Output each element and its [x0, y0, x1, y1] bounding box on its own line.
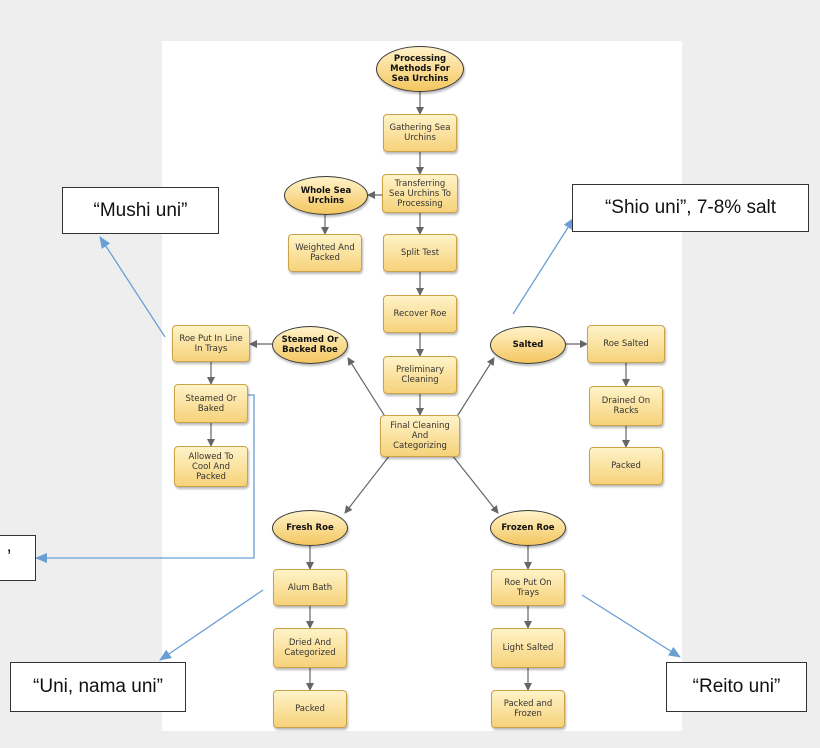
node-roe-put-on-trays: Roe Put On Trays: [491, 569, 565, 606]
node-recover-roe: Recover Roe: [383, 295, 457, 333]
node-alum-bath: Alum Bath: [273, 569, 347, 606]
callout-arrow-mushi: [99, 236, 166, 338]
callout-shio-uni: “Shio uni”, 7-8% salt: [572, 184, 809, 232]
node-transferring: Transferring Sea Urchins To Processing: [382, 174, 458, 213]
node-packed-salted: Packed: [589, 447, 663, 485]
node-packed-frozen: Packed and Frozen: [491, 690, 565, 728]
node-dried-categorized: Dried And Categorized: [273, 628, 347, 668]
node-allowed-to-cool: Allowed To Cool And Packed: [174, 446, 248, 487]
node-drained-on-racks: Drained On Racks: [589, 386, 663, 426]
node-salted: Salted: [490, 326, 566, 364]
node-split-test: Split Test: [383, 234, 457, 272]
node-packed-fresh: Packed: [273, 690, 347, 728]
node-fresh-roe: Fresh Roe: [272, 510, 348, 546]
callout-arrow-shio: [512, 217, 575, 315]
node-gathering: Gathering Sea Urchins: [383, 114, 457, 152]
callout-arrow-nama: [159, 589, 264, 661]
node-preliminary-cleaning: Preliminary Cleaning: [383, 356, 457, 394]
node-roe-salted: Roe Salted: [587, 325, 665, 363]
callout-arrow-reito: [581, 594, 681, 658]
callout-reito-uni: “Reito uni”: [666, 662, 807, 712]
connector-final-frozen: [451, 454, 499, 514]
node-frozen-roe: Frozen Roe: [490, 510, 566, 546]
connector-final-steamed: [347, 357, 387, 419]
node-steamed-roe: Steamed Or Backed Roe: [272, 326, 348, 364]
connector-final-salted: [455, 357, 495, 419]
node-steamed-or-baked: Steamed Or Baked: [174, 384, 248, 423]
node-final-cleaning: Final Cleaning And Categorizing: [380, 415, 460, 457]
node-processing-methods: Processing Methods For Sea Urchins: [376, 46, 464, 92]
callout-partial: ’: [0, 535, 36, 581]
callout-nama-uni: “Uni, nama uni”: [10, 662, 186, 712]
node-roe-put-in-line: Roe Put In Line In Trays: [172, 325, 250, 362]
node-whole-sea-urchins: Whole Sea Urchins: [284, 176, 368, 215]
node-weighted-packed: Weighted And Packed: [288, 234, 362, 272]
callout-mushi-uni: “Mushi uni”: [62, 187, 219, 234]
node-light-salted: Light Salted: [491, 628, 565, 668]
connector-final-fresh: [344, 454, 391, 514]
